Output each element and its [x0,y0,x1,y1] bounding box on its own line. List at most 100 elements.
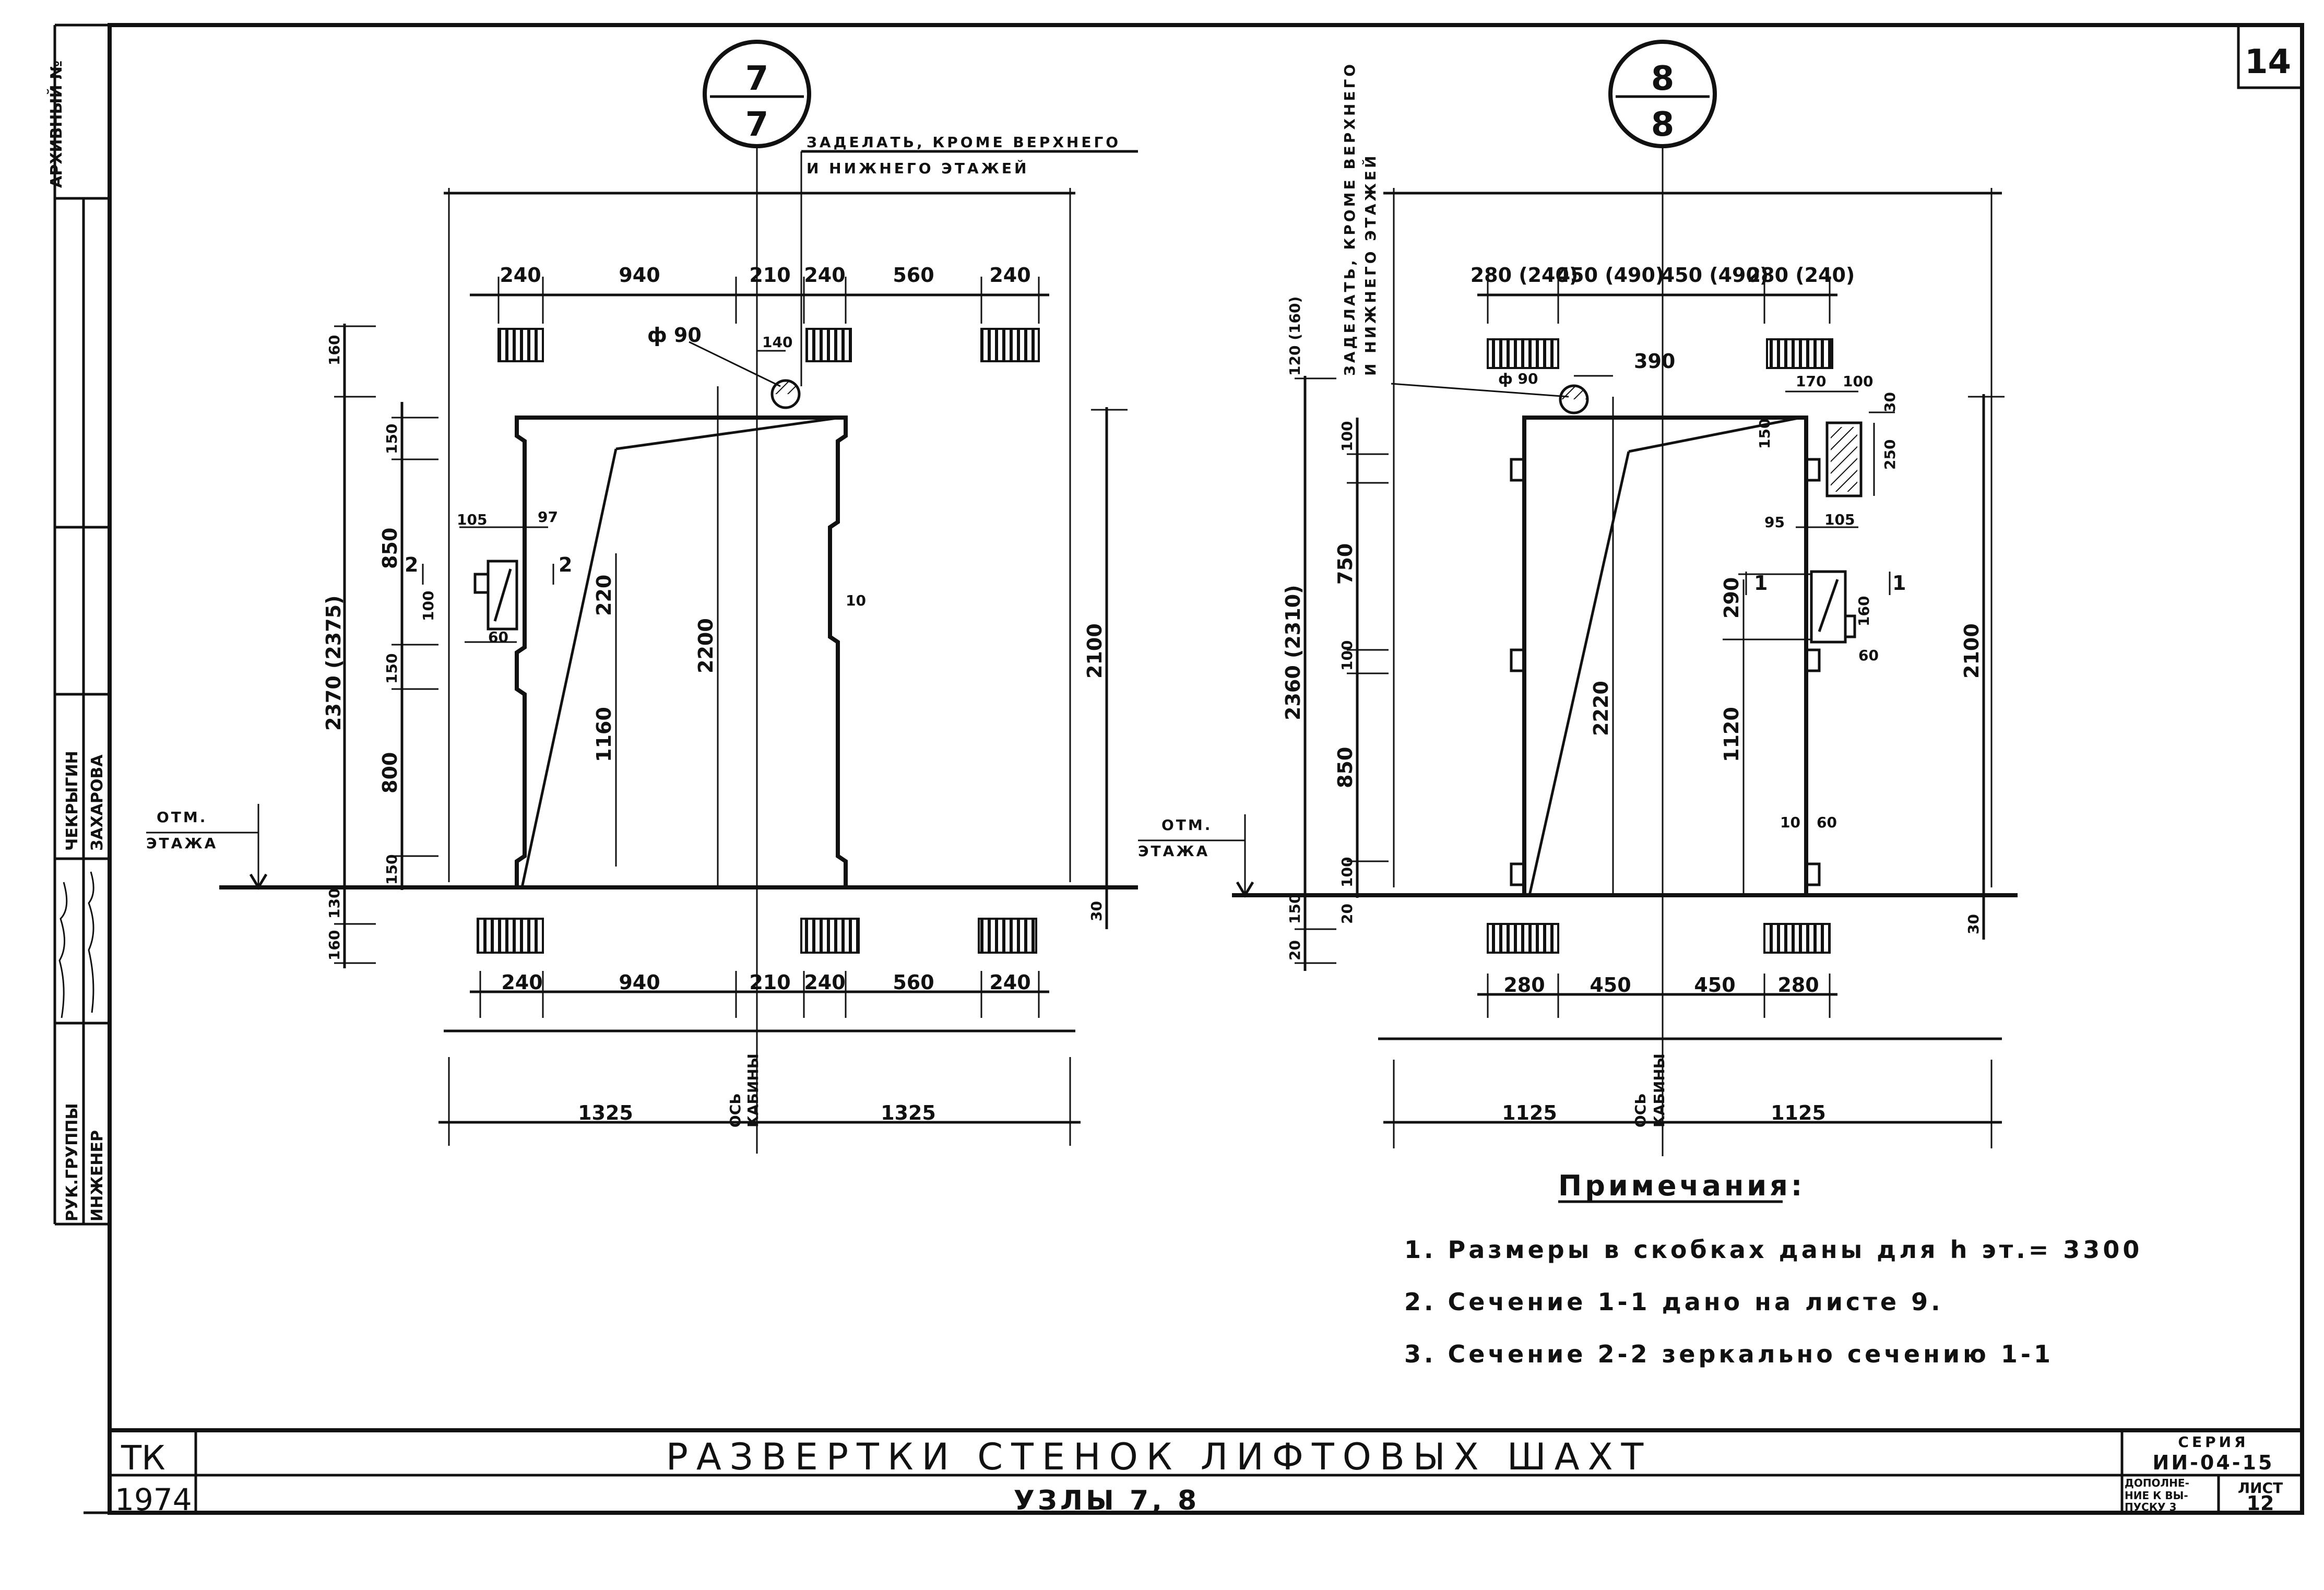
n8-v-850: 850 [1334,747,1357,788]
node-7-num-bottom: 7 [745,105,769,144]
n8-bottom-dim-2: 450 [1590,974,1631,996]
n8-box-30: 30 [1881,392,1899,412]
n7-v-850: 850 [378,528,401,569]
role-group-head: РУК.ГРУППЫ [63,1103,81,1221]
n8-h-10: 10 [1780,814,1800,831]
n7-v-top: 160 [326,335,343,365]
n8-section-1-right: 1 [1892,572,1906,595]
n8-pipe-label: ф 90 [1498,370,1538,387]
n8-v-overall: 2360 (2310) [1282,585,1305,721]
name-chekrygin: ЧЕКРЫГИН [63,751,81,851]
series-label: СЕРИЯ [2178,1433,2248,1451]
n7-box-60: 60 [488,628,508,646]
year: 1974 [115,1482,192,1517]
note-1: 1. Размеры в скобках даны для h эт.= 330… [1404,1236,2142,1264]
supplement-line-1: ДОПОЛНЕ- [2125,1477,2189,1489]
n8-box-95: 95 [1764,514,1785,531]
n8-box-60: 60 [1858,647,1879,664]
n8-box-250: 250 [1881,440,1899,470]
sheet-frame [53,23,2304,1515]
sheet-subtitle: УЗЛЫ 7, 8 [1014,1485,1200,1516]
node-8-drawing [1138,40,2018,1156]
n7-half-left: 1325 [578,1101,633,1124]
n8-box-290: 290 [1720,577,1743,619]
n7-v-150c: 150 [383,855,400,885]
n8-v-20a: 20 [1338,904,1356,924]
signature-marks [58,871,94,1018]
n7-top-dim-2: 940 [619,264,660,287]
n7-bottom-dim-1: 240 [501,971,542,994]
node-8-callout-line1: ЗАДЕЛАТЬ, КРОМЕ ВЕРХНЕГО [1341,62,1358,376]
node-8-door-opening [1522,416,1808,897]
supplement-line-3: ПУСКУ 3 [2125,1501,2176,1513]
node-7-drawing [146,40,1138,1154]
n7-top-dim-6: 240 [989,264,1030,287]
n7-bottom-dim-6: 240 [989,971,1030,994]
n7-v-130: 130 [326,888,343,919]
n8-v-750: 750 [1334,543,1357,585]
n7-v-160: 160 [326,930,343,960]
notes-heading: Примечания: [1558,1169,1805,1202]
n7-level-line1: ОТМ. [157,809,207,826]
n8-axis-line1: ОСЬ [1632,1093,1649,1128]
n7-pipe-offset: 140 [762,334,792,351]
n7-v-150a: 150 [383,424,400,454]
n7-top-dim-1: 240 [500,264,541,287]
n7-level-line2: ЭТАЖА [146,835,218,852]
sheet-title: РАЗВЕРТКИ СТЕНОК ЛИФТОВЫХ ШАХТ [666,1435,1652,1478]
role-engineer: ИНЖЕНЕР [88,1130,106,1221]
n7-top-dim-5: 560 [893,264,934,287]
n8-axis-line2: КАБИНЫ [1651,1053,1668,1128]
sheet-number: 12 [2247,1492,2274,1515]
n7-box-97: 97 [538,508,558,526]
n8-bottom-dim-3: 450 [1694,974,1735,996]
n8-half-left: 1125 [1502,1101,1557,1124]
node-8-num-bottom: 8 [1651,105,1675,144]
n7-h-1160: 1160 [592,707,615,762]
n7-v-150b: 150 [383,654,400,684]
n7-h-10: 10 [846,592,866,609]
n8-box-160: 160 [1855,596,1872,626]
n7-bottom-dim-5: 560 [893,971,934,994]
side-stamp: АРХИВНЫЙ № РУК.ГРУППЫ ИНЖЕНЕР ЧЕКРЫГИН З… [47,61,106,1221]
n8-v-20b: 20 [1286,940,1303,960]
series-code: ИИ-04-15 [2153,1451,2274,1474]
page-number-box [2237,23,2304,89]
n8-top-dim-4: 280 (240) [1747,264,1855,287]
node-7-door-opening [515,416,848,889]
sheet-label: ЛИСТ [2238,1479,2283,1497]
n8-v-top: 120 (160) [1286,296,1303,376]
n7-top-dim-3: 210 [749,264,790,287]
n7-bottom-dim-2: 940 [619,971,660,994]
title-block [84,1428,2302,1514]
node-8-num-top: 8 [1651,60,1675,98]
n8-level-line1: ОТМ. [1161,816,1212,834]
n7-axis-line2: КАБИНЫ [744,1053,762,1128]
n7-v-800: 800 [378,752,401,793]
archive-label: АРХИВНЫЙ № [47,61,66,188]
n7-section-2-right: 2 [559,553,572,576]
n8-bottom-dim-1: 280 [1503,974,1545,996]
n8-v-100a: 100 [1338,421,1356,452]
n8-pipe-offset: 390 [1634,350,1675,373]
n8-box-150: 150 [1756,419,1773,449]
n7-h-2100: 2100 [1083,623,1106,679]
n7-axis-line1: ОСЬ [727,1093,744,1128]
node-8-callout-line2: И НИЖНЕГО ЭТАЖЕЙ [1361,153,1379,376]
page-number: 14 [2245,43,2291,81]
n8-half-right: 1125 [1771,1101,1826,1124]
node-7-callout-line2: И НИЖНЕГО ЭТАЖЕЙ [807,159,1029,177]
n8-h-30: 30 [1965,914,1982,934]
n8-v-100b: 100 [1338,640,1356,671]
n7-h-220: 220 [592,575,615,616]
n8-h-1120: 1120 [1720,707,1743,762]
n8-v-150: 150 [1286,894,1303,924]
n8-section-1-left: 1 [1754,572,1768,595]
n7-top-dim-4: 240 [804,264,845,287]
n8-top-dim-1: 280 (240) [1471,264,1579,287]
n7-half-right: 1325 [881,1101,936,1124]
n7-bottom-dim-3: 210 [749,971,790,994]
n8-v-100c: 100 [1338,857,1356,887]
n7-h-30: 30 [1088,901,1105,921]
